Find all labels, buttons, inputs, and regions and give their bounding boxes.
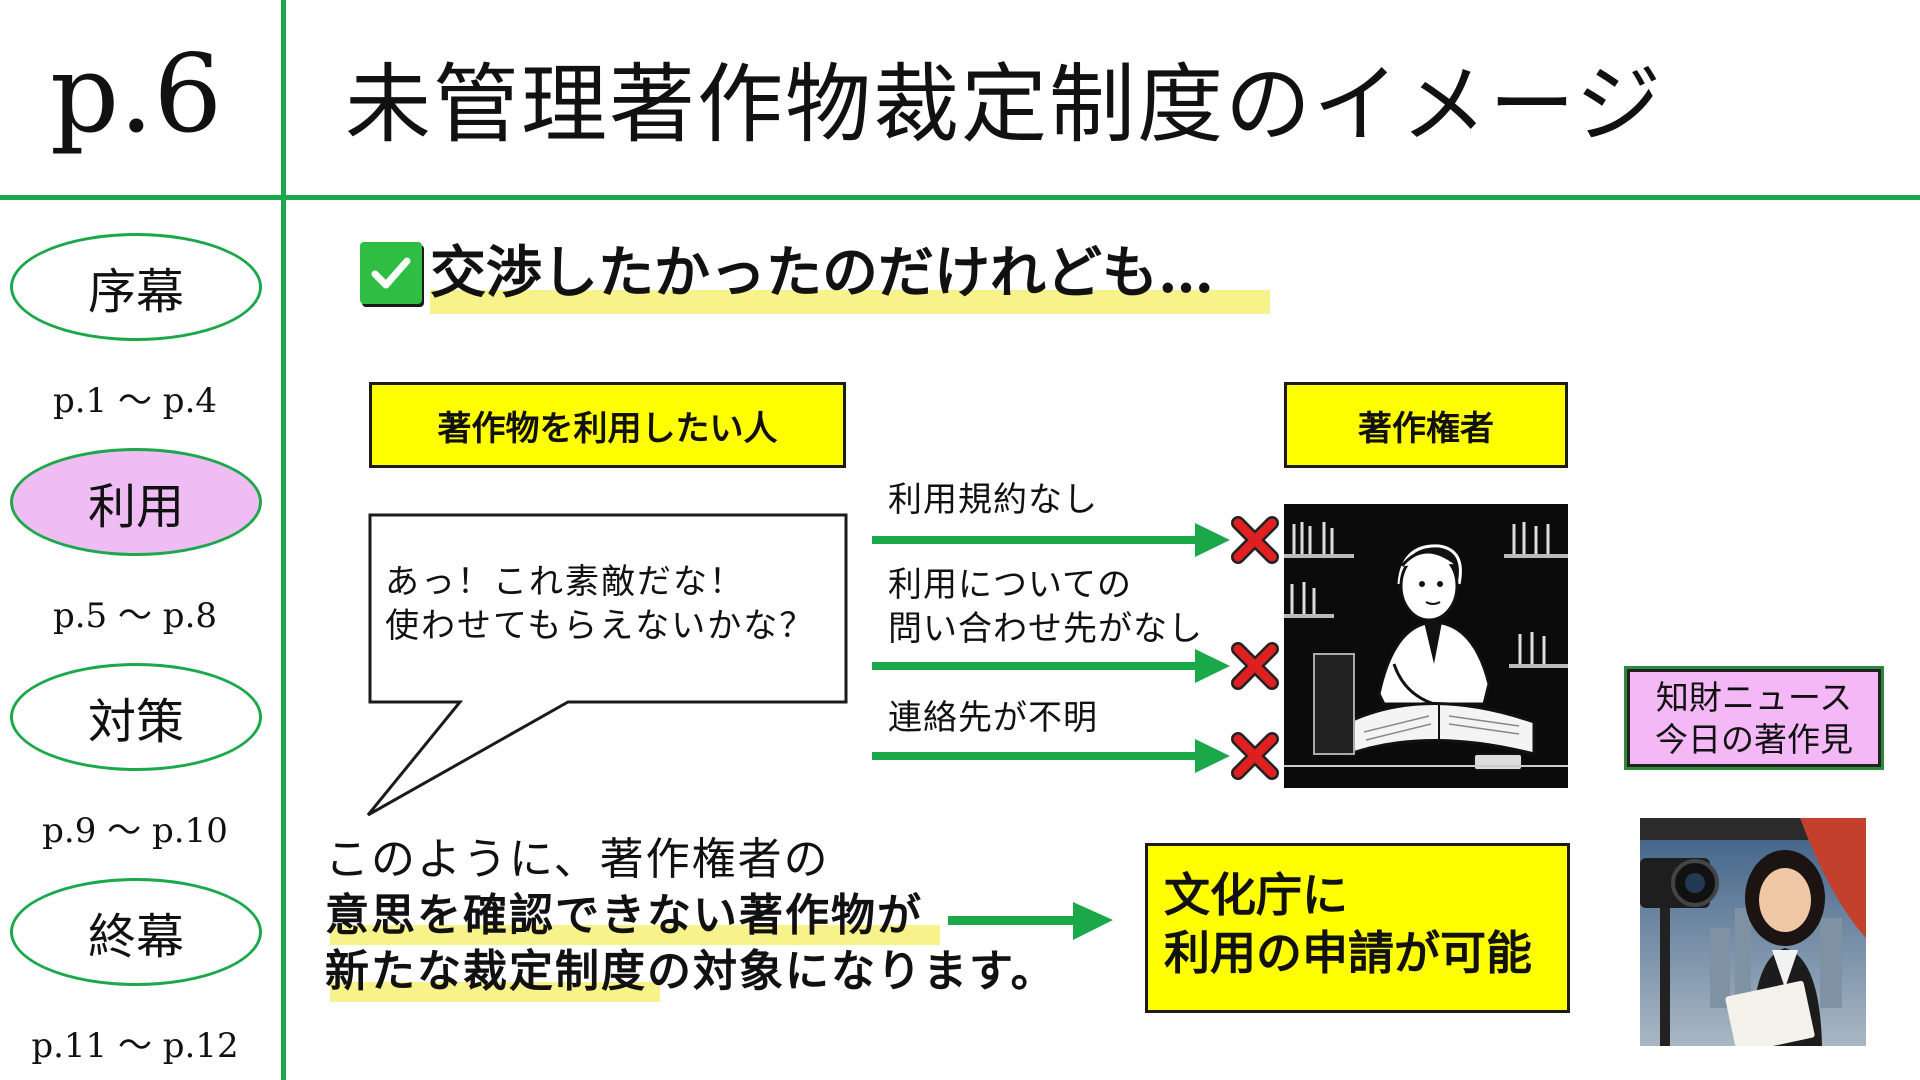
news-anchor-image (1640, 818, 1866, 1046)
heading-highlight (430, 290, 1270, 314)
nav-item-label: 利用 (87, 479, 184, 535)
bottom-line-2: 意思を確認できない著作物が (325, 890, 923, 941)
section-heading: 交渉したかったのだけれども… (430, 240, 1214, 306)
nav-range-usage: p.5 〜 p.8 (52, 596, 218, 636)
nav-range-prologue: p.1 〜 p.4 (52, 381, 218, 421)
checkmark-icon (360, 242, 422, 304)
arrow-3 (872, 739, 1230, 773)
bubble-line-1: あっ！これ素敵だな！ (385, 562, 745, 602)
nav-item-prologue[interactable]: 序幕 (10, 233, 262, 341)
page-number: p.6 (50, 32, 223, 157)
nav-item-usage[interactable]: 利用 (10, 448, 262, 556)
nav-item-label: 序幕 (87, 264, 184, 320)
speech-bubble-text: あっ！これ素敵だな！ 使わせてもらえないかな？ (385, 560, 815, 648)
result-line-1: 文化庁に (1164, 868, 1348, 922)
bottom-line-3-emphasis: 新たな裁定制度 (325, 946, 647, 997)
news-line-2: 今日の著作見 (1655, 720, 1853, 759)
cross-icon (1231, 732, 1279, 780)
reason-label: 利用規約なし (888, 480, 1098, 520)
nav-item-epilogue[interactable]: 終幕 (10, 878, 262, 986)
reason-no-terms: 利用規約なし (888, 478, 1098, 522)
reason-no-contact-point: 利用についての 問い合わせ先がなし (888, 563, 1203, 651)
bottom-explanation: このように、著作権者の 意思を確認できない著作物が 新たな裁定制度の対象になりま… (325, 832, 1057, 1000)
cross-icon (1231, 642, 1279, 690)
reason-label: 利用についての (888, 565, 1132, 605)
nav-item-label: 終幕 (87, 909, 184, 965)
reason-label: 連絡先が不明 (888, 698, 1098, 738)
bottom-highlight-1 (330, 925, 940, 945)
page-title: 未管理著作物裁定制度のイメージ (345, 55, 1664, 155)
arrow-1 (872, 523, 1230, 557)
reason-arrows (872, 516, 1279, 780)
speech-bubble (366, 513, 848, 817)
sidebar-divider (281, 0, 286, 1080)
bottom-line-1: このように、著作権者の (325, 834, 830, 885)
owner-label-text: 著作権者 (1358, 408, 1494, 449)
reason-label: 問い合わせ先がなし (888, 609, 1203, 649)
nav-range-measures: p.9 〜 p.10 (42, 811, 228, 851)
copyright-holder-illustration (1284, 504, 1568, 788)
bottom-line-3-rest: の対象になります。 (647, 946, 1057, 997)
nav-item-measures[interactable]: 対策 (10, 663, 262, 771)
user-label-text: 著作物を利用したい人 (437, 408, 778, 449)
result-box: 文化庁に 利用の申請が可能 (1145, 843, 1570, 1013)
news-badge: 知財ニュース 今日の著作見 (1624, 666, 1884, 770)
result-arrow (948, 902, 1113, 940)
user-label-box: 著作物を利用したい人 (369, 382, 846, 468)
nav-item-label: 対策 (87, 694, 184, 750)
header-divider (0, 195, 1920, 200)
owner-label-box: 著作権者 (1284, 382, 1568, 468)
nav-range-epilogue: p.11 〜 p.12 (31, 1026, 239, 1066)
arrow-2 (872, 649, 1230, 683)
cross-icon (1231, 516, 1279, 564)
reason-unknown-contact: 連絡先が不明 (888, 696, 1098, 740)
result-line-2: 利用の申請が可能 (1164, 926, 1532, 980)
bottom-highlight-2 (330, 982, 660, 1002)
bubble-line-2: 使わせてもらえないかな？ (385, 606, 816, 646)
news-line-1: 知財ニュース (1655, 678, 1853, 717)
